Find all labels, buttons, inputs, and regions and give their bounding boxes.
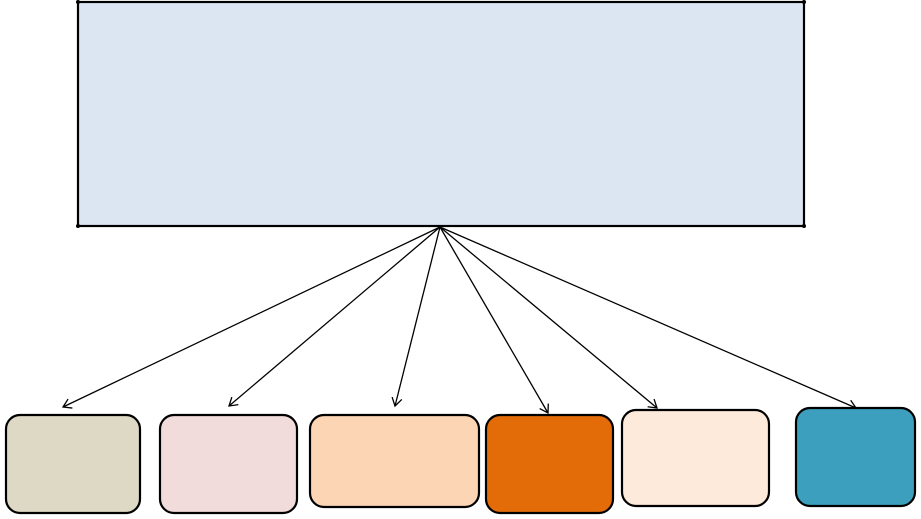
root-node — [76, 0, 806, 228]
child-box-5 — [620, 408, 771, 508]
root-box — [76, 0, 806, 228]
connector-arrow-2 — [228, 226, 441, 407]
root-corner-dot — [802, 0, 806, 4]
child-box-1 — [4, 413, 142, 515]
root-corner-dot — [76, 224, 80, 228]
child-box-4 — [484, 413, 615, 515]
child-box-2 — [158, 413, 299, 515]
child-nodes — [4, 406, 917, 515]
child-box-6 — [794, 406, 917, 508]
root-corner-dot — [76, 0, 80, 4]
root-corner-dot — [802, 224, 806, 228]
child-box-3 — [308, 413, 481, 509]
connector-arrow-3 — [391, 226, 441, 408]
connector-arrow-1 — [61, 226, 441, 409]
connector-group — [61, 226, 858, 415]
connector-arrow-6 — [439, 226, 858, 411]
connector-arrow-5 — [439, 226, 658, 409]
connector-arrow-4 — [439, 226, 549, 415]
